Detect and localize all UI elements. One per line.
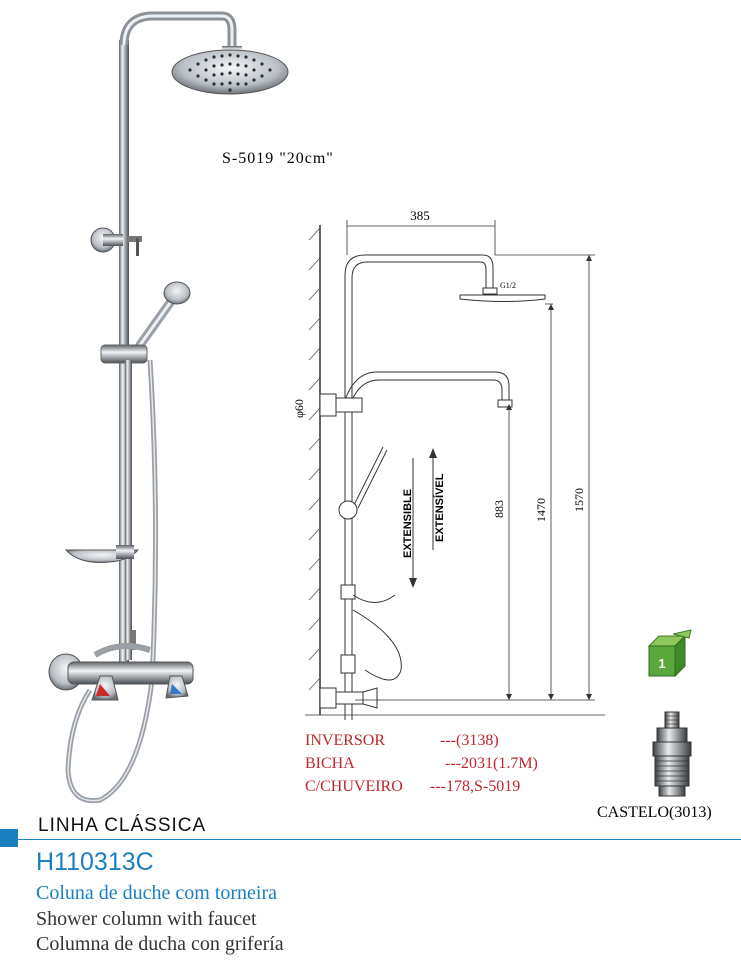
description-english: Shower column with faucet bbox=[36, 908, 257, 930]
hand-shower bbox=[163, 281, 191, 305]
drawing-shower-head bbox=[459, 294, 546, 302]
part-name: C/CHUVEIRO bbox=[305, 778, 403, 795]
description-portuguese: Coluna de duche com torneira bbox=[36, 882, 278, 904]
box-number: 1 bbox=[658, 656, 665, 671]
part-name: INVERSOR bbox=[305, 732, 386, 749]
dim-1570: 1570 bbox=[572, 488, 586, 512]
green-box-icon: 1 bbox=[647, 629, 692, 678]
shower-column-photo bbox=[48, 11, 289, 804]
part-value: ---178,S-5019 bbox=[430, 778, 521, 795]
castelo-label: CASTELO(3013) bbox=[597, 804, 712, 821]
dim-1470: 1470 bbox=[534, 498, 548, 522]
part-name: BICHA bbox=[305, 755, 355, 772]
dim-width-385: 385 bbox=[410, 208, 430, 223]
dim-883: 883 bbox=[492, 500, 506, 518]
label-extensivel: EXTENSÍVEL bbox=[433, 473, 446, 542]
part-value: ---2031(1.7M) bbox=[445, 755, 538, 772]
shower-head-nozzles bbox=[188, 53, 272, 92]
description-spanish: Columna de ducha con grifería bbox=[36, 933, 284, 955]
dim-diameter-label: φ60 bbox=[295, 399, 306, 418]
shower-head-model-label: S-5019 "20cm" bbox=[222, 150, 334, 167]
part-value: ---(3138) bbox=[440, 732, 499, 749]
cold-handle-marker bbox=[170, 684, 182, 694]
wall-hatching bbox=[308, 227, 321, 691]
technical-drawing: 385 G1/2 φ60 EXTENSIBLE EXTENSÍVEL 883 1… bbox=[295, 208, 605, 720]
separator-line bbox=[18, 839, 741, 840]
model-code: H110313C bbox=[36, 848, 154, 876]
cartridge-icon bbox=[652, 711, 692, 797]
slider bbox=[100, 344, 148, 364]
accent-square bbox=[0, 829, 18, 847]
hot-handle-marker bbox=[96, 684, 110, 696]
product-line-name: LINHA CLÁSSICA bbox=[38, 815, 207, 836]
dim-thread-label: G1/2 bbox=[500, 281, 516, 290]
label-extensible: EXTENSIBLE bbox=[402, 489, 414, 558]
